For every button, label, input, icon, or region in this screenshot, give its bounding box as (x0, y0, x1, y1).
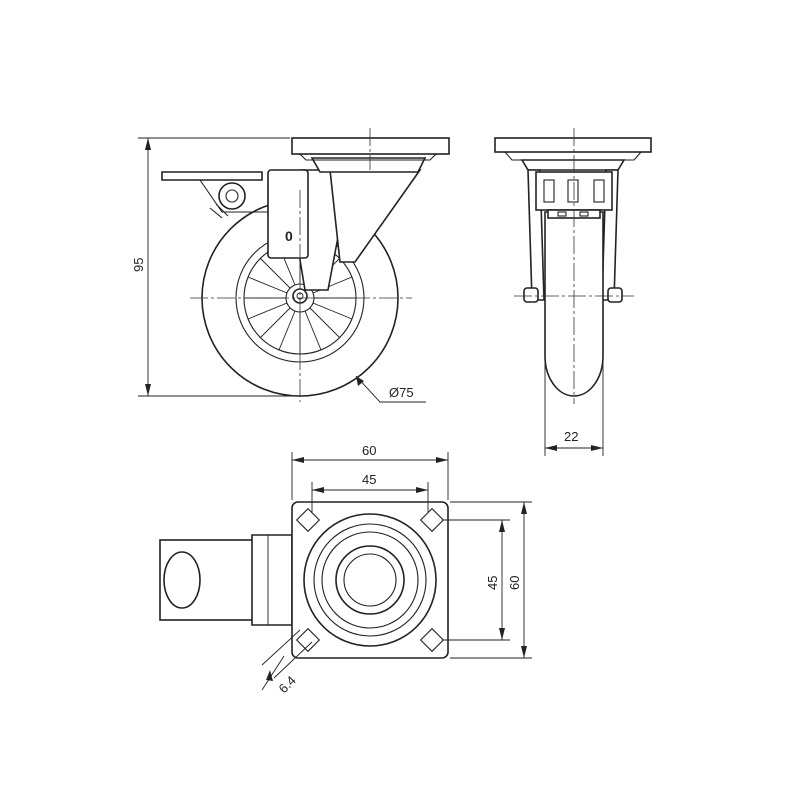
dim-ext-slot-2 (273, 641, 313, 679)
side-view: 0 95 Ø75 (131, 128, 450, 403)
top-plate-front (494, 137, 652, 153)
brake-shoe-tab-1 (557, 211, 567, 217)
dim-ext-slot-1 (261, 629, 301, 666)
slot-top-right (419, 507, 445, 533)
brake-pivot (218, 182, 246, 210)
slot-bottom-right (419, 627, 445, 653)
dim-hole-spacing-y: 45 (485, 576, 500, 590)
slot-top-left (295, 507, 321, 533)
brake-lever (199, 179, 269, 213)
dim-wheel-width: 22 (564, 429, 578, 444)
brake-slot-3 (593, 179, 605, 203)
axle-boss-left (523, 287, 539, 303)
dim-plate-width: 60 (362, 443, 376, 458)
lock-mark: 0 (285, 228, 293, 244)
dim-hole-spacing-x: 45 (362, 472, 376, 487)
dim-line-slot (261, 655, 285, 691)
dim-plate-height: 60 (507, 576, 522, 590)
top-plate-side (291, 137, 450, 155)
pedal-arm (251, 534, 293, 626)
swivel-head (310, 157, 427, 173)
slot-bottom-left (295, 627, 321, 653)
top-view: 60 45 45 60 6.4 (159, 443, 532, 696)
dim-height: 95 (131, 258, 146, 272)
swivel-ring-outer (303, 513, 437, 647)
fork-brace (329, 169, 422, 263)
dim-slot: 6.4 (276, 673, 299, 696)
brake-housing (267, 169, 309, 259)
pedal-pad (163, 551, 201, 609)
swivel-ring-2 (313, 523, 427, 637)
axle-boss-right (607, 287, 623, 303)
top-plate-front-lip (503, 151, 643, 161)
brake-slot-2 (567, 179, 579, 203)
dim-wheel-diameter: Ø75 (389, 385, 414, 400)
kingpin-hole (343, 553, 397, 607)
brake-shoe-tab-2 (579, 211, 589, 217)
brake-pivot-pin (225, 189, 239, 203)
mounting-plate (291, 501, 449, 659)
diameter-leader (355, 375, 426, 403)
brake-slot-1 (543, 179, 555, 203)
front-swivel-head (520, 159, 626, 171)
top-plate-lip (298, 153, 438, 161)
front-view: 22 (494, 128, 652, 456)
kingpin-ring (335, 545, 405, 615)
swivel-ring-3 (321, 531, 419, 629)
brake-spring (209, 203, 229, 219)
brake-pedal (161, 171, 263, 181)
